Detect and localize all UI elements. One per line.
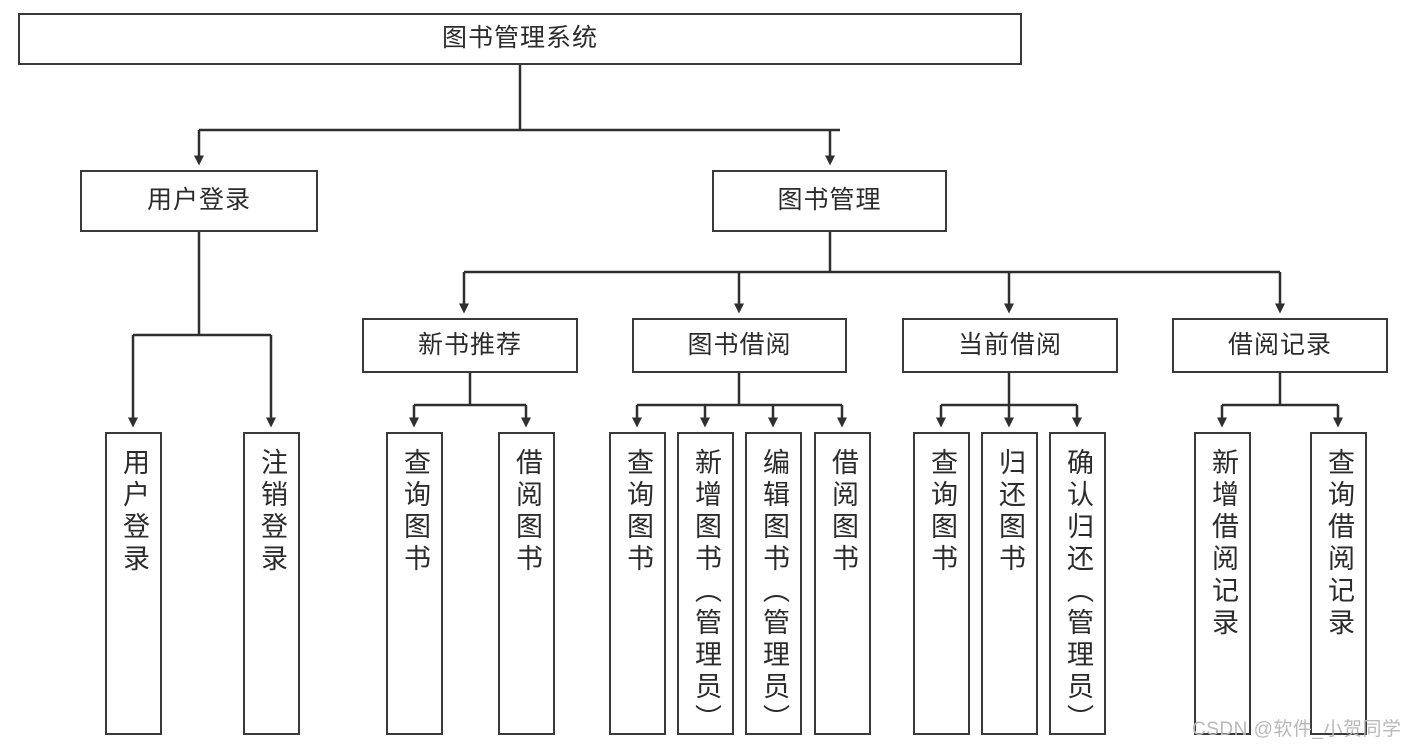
leaf-add-book-admin[interactable]: 新增图书（管理员） — [677, 432, 734, 736]
node-current-borrow[interactable]: 当前借阅 — [902, 318, 1118, 373]
node-root-system[interactable]: 图书管理系统 — [18, 13, 1022, 65]
leaf-query-book-current[interactable]: 查询图书 — [913, 432, 970, 735]
node-label: 用户登录 — [146, 186, 251, 215]
node-label: 确认归还（管理员） — [1063, 448, 1093, 736]
leaf-return-book[interactable]: 归还图书 — [981, 432, 1038, 735]
node-label: 归还图书 — [995, 448, 1025, 576]
node-label: 查询借阅记录 — [1324, 448, 1354, 640]
node-new-book-recommend[interactable]: 新书推荐 — [362, 318, 578, 373]
node-label: 借阅图书 — [828, 448, 858, 576]
node-label: 查询图书 — [927, 448, 957, 576]
node-label: 图书管理系统 — [441, 24, 598, 53]
node-label: 用户登录 — [119, 448, 149, 576]
leaf-query-book-recommend[interactable]: 查询图书 — [386, 432, 443, 735]
node-label: 借阅图书 — [512, 448, 542, 576]
node-borrow-record[interactable]: 借阅记录 — [1172, 318, 1388, 373]
leaf-borrow-book[interactable]: 借阅图书 — [814, 432, 871, 735]
leaf-query-book-borrow[interactable]: 查询图书 — [609, 432, 666, 735]
leaf-borrow-book-recommend[interactable]: 借阅图书 — [498, 432, 555, 735]
node-label: 查询图书 — [623, 448, 653, 576]
node-label: 图书借阅 — [687, 330, 792, 359]
leaf-edit-book-admin[interactable]: 编辑图书（管理员） — [745, 432, 802, 736]
node-label: 编辑图书（管理员） — [759, 448, 789, 736]
node-label: 注销登录 — [257, 448, 287, 576]
leaf-confirm-return-admin[interactable]: 确认归还（管理员） — [1049, 432, 1106, 736]
node-label: 图书管理 — [777, 186, 882, 215]
node-book-borrow[interactable]: 图书借阅 — [632, 318, 847, 373]
leaf-logout[interactable]: 注销登录 — [243, 432, 300, 735]
leaf-user-login[interactable]: 用户登录 — [105, 432, 162, 735]
node-label: 新增图书（管理员） — [691, 448, 721, 736]
node-user-login[interactable]: 用户登录 — [80, 170, 318, 232]
watermark-text: CSDN @软件_小贺同学 — [1192, 719, 1402, 740]
node-label: 借阅记录 — [1227, 330, 1332, 359]
node-label: 新书推荐 — [417, 330, 522, 359]
leaf-add-borrow-record[interactable]: 新增借阅记录 — [1194, 432, 1251, 735]
node-book-management[interactable]: 图书管理 — [712, 170, 947, 232]
node-label: 新增借阅记录 — [1208, 448, 1238, 640]
node-label: 查询图书 — [400, 448, 430, 576]
node-label: 当前借阅 — [957, 330, 1062, 359]
leaf-query-borrow-record[interactable]: 查询借阅记录 — [1310, 432, 1367, 735]
